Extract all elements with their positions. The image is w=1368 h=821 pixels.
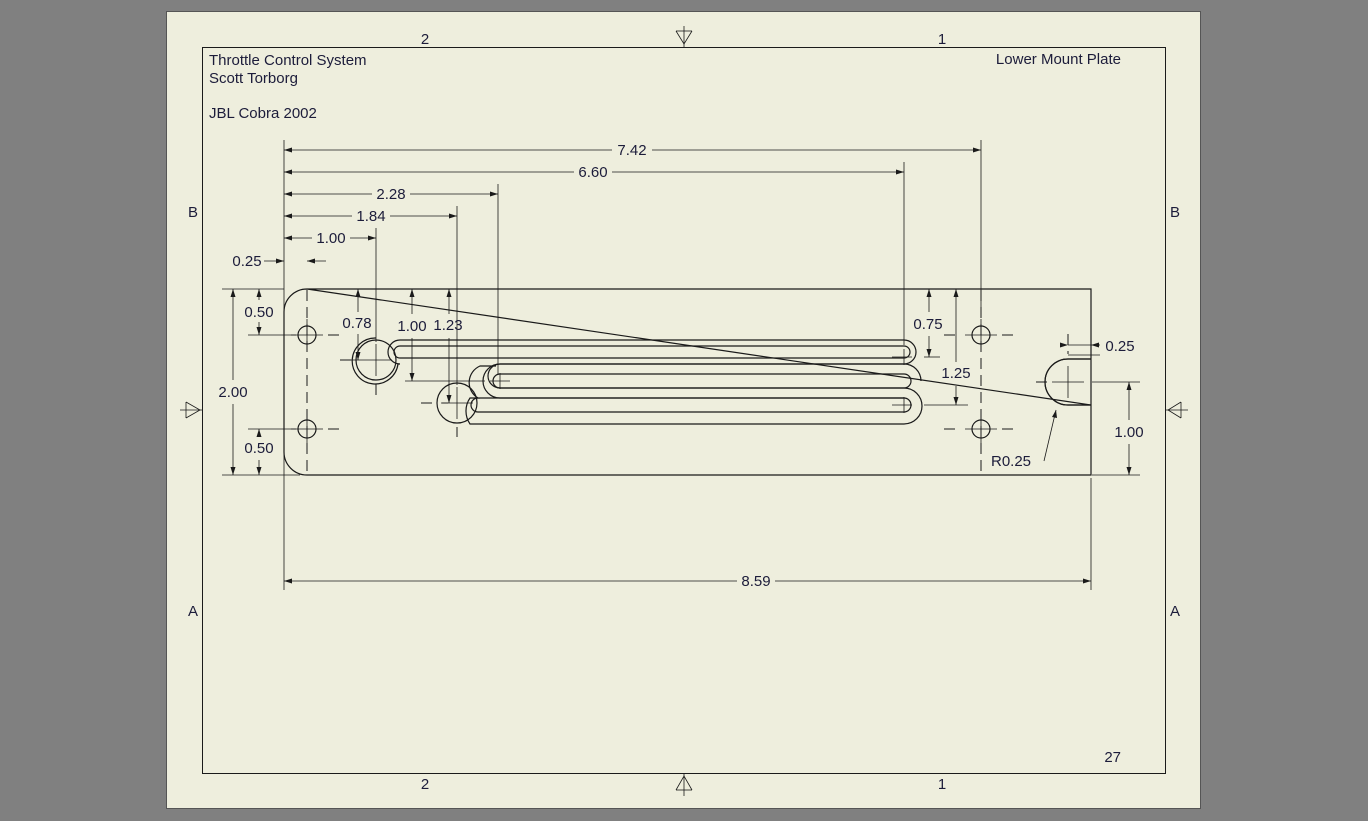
zone-label-bottom-1: 1 (938, 776, 946, 793)
dim-1-84: 1.84 (356, 208, 385, 225)
dim-0-78: 0.78 (342, 315, 371, 332)
dim-1-00-horizontal: 1.00 (316, 230, 345, 247)
zone-label-right-a: A (1170, 603, 1180, 620)
extension-lines (222, 140, 1140, 590)
dim-0-25-left: 0.25 (232, 253, 261, 270)
vehicle-name: JBL Cobra 2002 (209, 105, 317, 122)
arrowheads (230, 147, 1132, 584)
dim-1-00-vertical: 1.00 (397, 318, 426, 335)
center-mark-left-icon (180, 401, 202, 419)
sheet-number: 27 (1104, 749, 1121, 766)
part-name: Lower Mount Plate (996, 51, 1121, 68)
dim-0-25-right: 0.25 (1105, 338, 1134, 355)
zone-label-right-b: B (1170, 204, 1180, 221)
dim-lines (232, 149, 1130, 582)
dim-6-60: 6.60 (578, 164, 607, 181)
zone-label-bottom-2: 2 (421, 776, 429, 793)
dim-1-25: 1.25 (941, 365, 970, 382)
zone-label-top-2: 2 (421, 31, 429, 48)
radius-callout: R0.25 (991, 453, 1031, 470)
zone-label-top-1: 1 (938, 31, 946, 48)
dim-1-23: 1.23 (433, 317, 462, 334)
zone-label-left-a: A (188, 603, 198, 620)
slot-middle-inner (492, 373, 912, 389)
center-mark-top-icon (675, 26, 693, 48)
dim-7-42: 7.42 (617, 142, 646, 159)
slot-upper-outer (351, 337, 401, 385)
dim-0-50-top: 0.50 (244, 304, 273, 321)
dim-0-50-bottom: 0.50 (244, 440, 273, 457)
zone-label-left-b: B (188, 204, 198, 221)
author-name: Scott Torborg (209, 70, 298, 87)
dim-0-75: 0.75 (913, 316, 942, 333)
center-mark-right-icon (1166, 401, 1188, 419)
dim-8-59: 8.59 (741, 573, 770, 590)
dim-2-00: 2.00 (218, 384, 247, 401)
centerlines (306, 290, 1069, 474)
dim-2-28: 2.28 (376, 186, 405, 203)
dim-1-00-right: 1.00 (1114, 424, 1143, 441)
paper-sheet (166, 11, 1201, 809)
center-mark-bottom-icon (675, 773, 693, 796)
project-title: Throttle Control System (209, 52, 367, 69)
